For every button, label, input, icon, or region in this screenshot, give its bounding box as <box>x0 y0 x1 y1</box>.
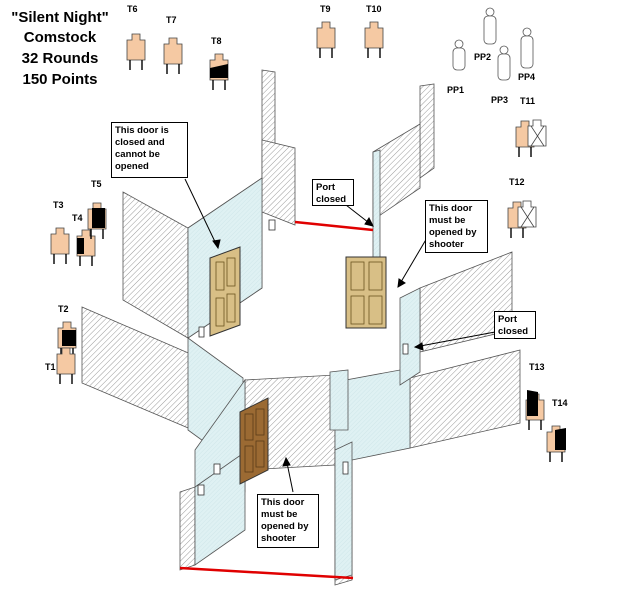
target-t10 <box>364 21 384 59</box>
no-shoot-t11 <box>527 119 547 147</box>
callout-door-open-right: This door must be opened by shooter <box>425 200 488 253</box>
wall-panel-blue <box>372 149 381 263</box>
label-t6: T6 <box>127 4 138 14</box>
label-t7: T7 <box>166 15 177 25</box>
port-window <box>268 219 276 231</box>
target-t7 <box>163 37 183 75</box>
target-t3 <box>50 227 70 265</box>
wall-panel-blue <box>194 451 246 566</box>
callout-port-closed-top: Port closed <box>312 179 354 206</box>
title-line-2: Comstock <box>24 29 97 46</box>
port-window <box>402 343 409 355</box>
wall-panel <box>409 349 521 449</box>
hard-cover <box>62 64 566 450</box>
wall-panel <box>179 486 196 571</box>
port-window <box>197 484 205 496</box>
stage-title: "Silent Night" Comstock 32 Rounds 150 Po… <box>11 9 109 88</box>
label-t2: T2 <box>58 304 69 314</box>
target-t9 <box>316 21 336 59</box>
label-t8: T8 <box>211 36 222 46</box>
label-pp3: PP3 <box>491 95 508 105</box>
label-t1: T1 <box>45 362 56 372</box>
fault-lines <box>179 220 374 580</box>
label-pp4: PP4 <box>518 72 535 82</box>
popper-pp3 <box>497 45 511 81</box>
target-labels: T6 T7 T8 T9 T10 T5 T3 T4 T2 T1 T11 T12 T… <box>45 4 568 408</box>
label-pp2: PP2 <box>474 52 491 62</box>
no-shoot-t12 <box>517 200 537 228</box>
label-t11: T11 <box>520 96 535 106</box>
callout-port-closed-right: Port closed <box>494 311 536 339</box>
label-pp1: PP1 <box>447 85 464 95</box>
wall-panel <box>122 191 189 339</box>
fault-line-top <box>294 220 374 232</box>
label-t9: T9 <box>320 4 331 14</box>
wall-panel <box>261 139 296 226</box>
door-closed-left <box>209 246 241 337</box>
target-t6 <box>126 33 146 71</box>
fault-line-bottom <box>179 566 354 580</box>
wall-panel-blue <box>334 441 353 581</box>
callout-door-closed: This door is closed and cannot be opened <box>111 122 188 178</box>
poppers <box>452 7 534 81</box>
popper-pp1 <box>452 39 466 71</box>
no-shoots <box>517 119 547 228</box>
callout-door-open-bottom: This door must be opened by shooter <box>257 494 319 548</box>
label-t12: T12 <box>509 177 525 187</box>
label-t5: T5 <box>91 179 102 189</box>
port-window <box>213 463 221 475</box>
wall-panel-blue <box>329 369 349 431</box>
title-line-3: 32 Rounds <box>22 50 99 67</box>
title-line-1: "Silent Night" <box>11 9 109 26</box>
port-window <box>198 326 205 338</box>
popper-pp2 <box>483 7 497 45</box>
popper-pp4 <box>520 27 534 69</box>
port-window <box>342 461 349 475</box>
door-bottom <box>239 397 269 485</box>
wall-panel <box>419 83 435 179</box>
label-t14: T14 <box>552 398 568 408</box>
door-right <box>345 256 387 329</box>
title-line-4: 150 Points <box>22 71 97 88</box>
ports <box>197 219 409 496</box>
label-t4: T4 <box>72 213 83 223</box>
label-t13: T13 <box>529 362 545 372</box>
wall-panel-blue <box>399 287 421 386</box>
label-t3: T3 <box>53 200 64 210</box>
label-t10: T10 <box>366 4 382 14</box>
callout-arrows <box>184 178 496 493</box>
